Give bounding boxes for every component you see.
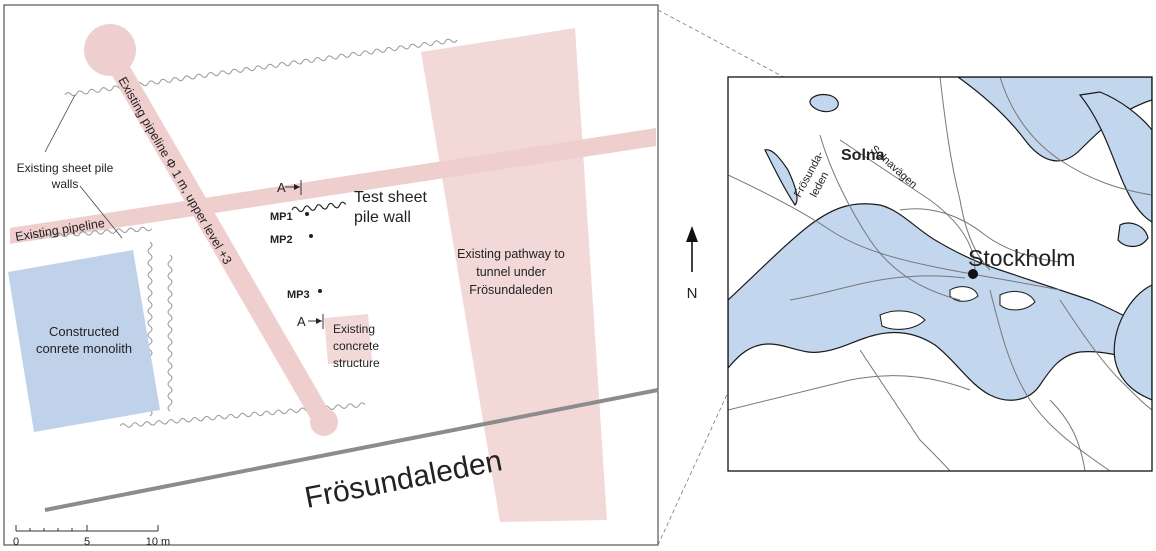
section-a-bottom-arrowhead (316, 318, 322, 324)
pathway-label-line2: tunnel under (476, 265, 546, 279)
mp1-dot (305, 212, 309, 216)
road-frosundaleden (819, 134, 961, 301)
pathway-label-line1: Existing pathway to (457, 247, 565, 261)
monolith-label-line1: Constructed (49, 324, 119, 339)
mp3-dot (318, 289, 322, 293)
mp2-dot (309, 234, 313, 238)
leader-line-1 (44, 94, 76, 153)
north-label: N (687, 285, 698, 302)
pipeline-diagonal (100, 42, 334, 432)
locator-map-frame (727, 76, 1153, 472)
sheet-pile-wall-left-inner (167, 254, 173, 412)
test-wall-label-line2: pile wall (354, 209, 411, 226)
stockholm-label: Stockholm (968, 245, 1075, 271)
mp1-label: MP1 (270, 211, 293, 223)
water-island-bay (1117, 222, 1149, 248)
mp3-label: MP3 (287, 289, 310, 301)
water-main (728, 203, 1152, 401)
road-8 (899, 208, 1061, 263)
stockholm-dot (968, 269, 978, 279)
road-6 (728, 375, 971, 411)
monolith-label-line2: conrete monolith (36, 341, 132, 356)
concrete-monolith (8, 250, 160, 432)
leader-line-2 (79, 185, 123, 239)
island-2 (999, 291, 1036, 311)
scale-tick-0: 0 (13, 536, 19, 548)
sheet-pile-wall-left-top (31, 226, 153, 239)
pipeline-horizontal (10, 128, 656, 244)
section-a-top-label: A (277, 180, 286, 195)
water-east (1113, 284, 1152, 401)
section-a-top-arrowhead (294, 184, 300, 190)
north-arrow-icon (686, 226, 698, 242)
road-4 (989, 289, 1111, 471)
road-7 (1059, 299, 1152, 411)
structure-label-line1: Existing (333, 322, 375, 336)
road-2 (939, 77, 991, 271)
island-3 (949, 286, 979, 302)
road-1 (728, 174, 1061, 291)
solna-label: Solna (841, 147, 885, 164)
pipeline-end-top (84, 24, 136, 76)
concrete-structure (324, 314, 372, 364)
road-3 (999, 77, 1152, 196)
structure-label-line2: concrete (333, 339, 379, 353)
road-9 (1049, 399, 1086, 471)
road-solnavagen (839, 139, 976, 271)
island-1 (879, 310, 926, 330)
water-brunnsviken (764, 149, 798, 206)
scale-tick-5: 5 (84, 536, 90, 548)
pathway-label-line3: Frösundaleden (469, 283, 552, 297)
structure-label-line3: structure (333, 356, 380, 370)
road-5 (859, 349, 951, 471)
mp2-label: MP2 (270, 234, 293, 246)
road-10 (789, 275, 966, 301)
test-wall-label-line1: Test sheet (354, 189, 427, 206)
road-line (44, 388, 659, 512)
locator-map (727, 76, 1153, 472)
sheet-pile-label-line2: walls (51, 177, 79, 191)
section-a-bottom-label: A (297, 314, 306, 329)
scale-bar (15, 525, 159, 532)
sheet-pile-label-line1: Existing sheet pile (17, 161, 114, 175)
water-northeast (1078, 91, 1152, 223)
test-sheet-pile-wall (291, 201, 347, 213)
scale-tick-10: 10 m (146, 536, 170, 548)
pipeline-end-bottom (310, 408, 338, 436)
water-lake-north (809, 93, 839, 113)
